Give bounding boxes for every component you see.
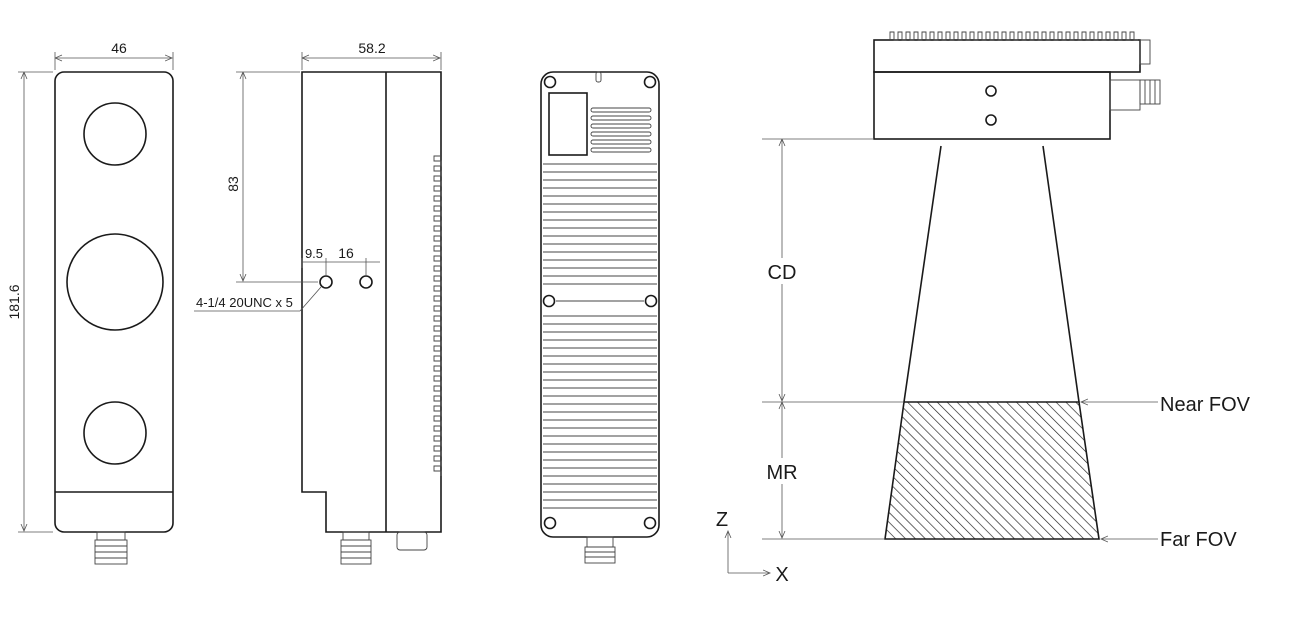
thread-note: 4-1/4 20UNC x 5: [194, 286, 322, 312]
side-port: [396, 531, 428, 551]
side-mount-height-dimension: 83: [225, 71, 318, 283]
back-short-fin: [590, 147, 652, 153]
mount-hole-left: [319, 275, 333, 289]
back-screw-mr: [644, 294, 658, 308]
front-top-lens: [83, 102, 147, 166]
fov-fin-edge: [889, 31, 1138, 41]
back-body-outline: [540, 71, 660, 538]
fov-camera-fins: [889, 31, 1138, 41]
fov-camera-lower: [873, 71, 1111, 140]
fov-measuring-range-area: [884, 401, 1100, 540]
side-depth-dimension: 58.2: [301, 40, 442, 70]
front-width-label: 46: [111, 40, 127, 56]
front-bottom-lens: [83, 401, 147, 465]
fov-far-label: Far FOV: [1160, 529, 1237, 551]
back-top-notch: [595, 71, 602, 83]
front-center-lens: [66, 233, 164, 331]
back-short-fin: [590, 139, 652, 145]
back-view: [540, 71, 660, 564]
side-view: 58.2 83 9.5 16 4-1/4 20UNC x 5: [194, 40, 442, 565]
back-heat-fins: [543, 163, 657, 509]
fov-camera: [873, 31, 1161, 140]
fov-diagram: CD MR Near FOV Far FOV Z X: [716, 31, 1251, 586]
back-short-fin: [590, 107, 652, 113]
front-connector: [94, 531, 128, 565]
fov-camera-hole-top: [985, 85, 997, 97]
back-screw-ml: [542, 294, 556, 308]
fov-beam-left: [903, 145, 942, 403]
side-connector: [340, 531, 372, 565]
side-body-outline: [301, 71, 442, 533]
fov-camera-hole-bottom: [985, 114, 997, 126]
mount-hole-right: [359, 275, 373, 289]
side-heat-fins: [433, 155, 442, 476]
back-screw-br: [643, 516, 657, 530]
side-depth-label: 58.2: [358, 40, 385, 56]
back-short-fins: [590, 107, 652, 153]
back-screw-tr: [643, 75, 657, 89]
front-height-label: 181.6: [6, 284, 22, 319]
fov-axes: Z X: [716, 509, 789, 586]
fov-beam-right: [1042, 145, 1080, 403]
back-short-fin: [590, 131, 652, 137]
front-width-dimension: 46: [54, 40, 174, 70]
side-hole-offset-label: 9.5: [305, 246, 323, 261]
side-hole-spacing-label: 16: [338, 245, 354, 261]
side-mount-height-label: 83: [225, 176, 241, 192]
x-axis-label: X: [775, 564, 788, 586]
back-short-fin: [590, 123, 652, 129]
front-height-dimension: 181.6: [6, 71, 53, 533]
back-connector: [584, 536, 616, 564]
fov-cd-label: CD: [768, 262, 797, 284]
back-label-plate: [548, 92, 588, 156]
fov-camera-upper: [873, 39, 1141, 73]
thread-note-label: 4-1/4 20UNC x 5: [196, 295, 293, 310]
side-hole-dimensions: 9.5 16: [301, 245, 380, 276]
fov-mr-label: MR: [766, 462, 797, 484]
back-screw-bl: [543, 516, 557, 530]
front-view: 46 181.6: [6, 40, 174, 565]
z-axis-label: Z: [716, 509, 728, 531]
fov-camera-connector-top: [1139, 39, 1151, 65]
fov-camera-connector-mount: [1109, 79, 1141, 111]
fov-near-label: Near FOV: [1160, 394, 1251, 416]
back-short-fin: [590, 115, 652, 121]
front-body-outline: [54, 71, 174, 533]
side-fin-edge: [433, 155, 442, 476]
back-screw-tl: [543, 75, 557, 89]
